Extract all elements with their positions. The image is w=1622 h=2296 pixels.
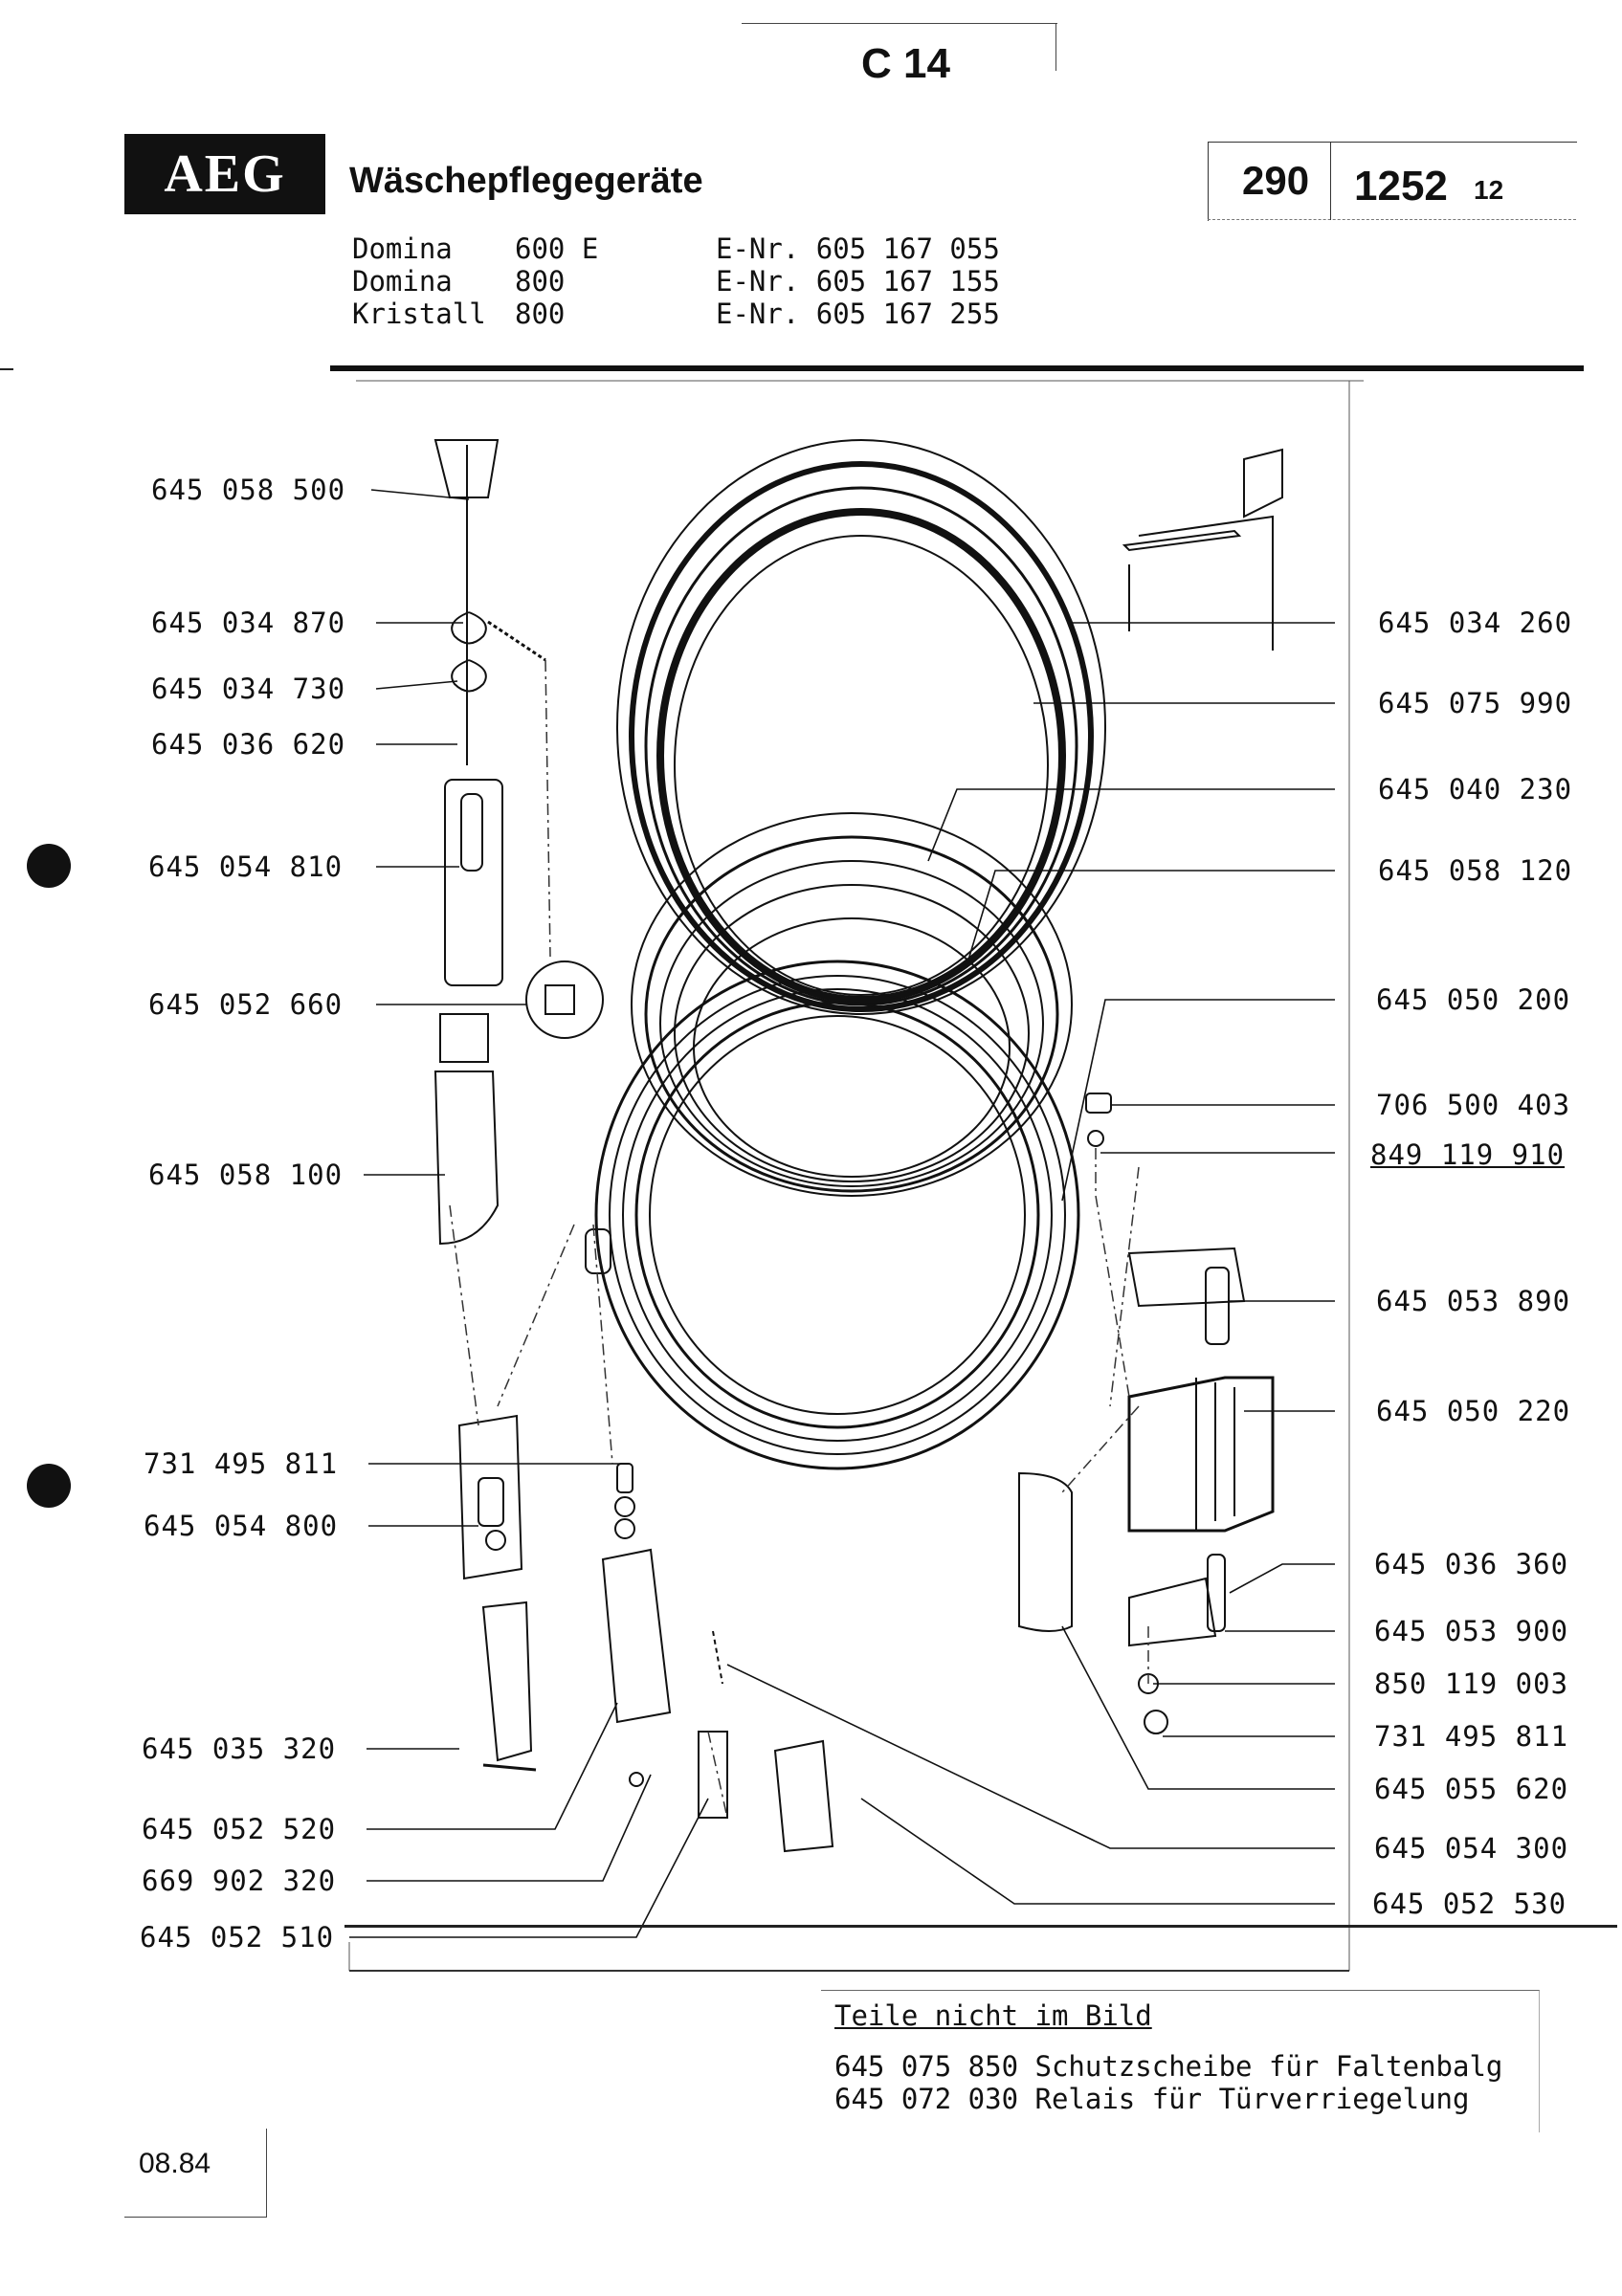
punch-hole: [27, 844, 71, 888]
hinge-parts: [1018, 1093, 1275, 1734]
model-enr: E-Nr. 605 167 255: [716, 298, 1000, 330]
model-enr: E-Nr. 605 167 055: [716, 232, 1000, 265]
part-number-label: 645 054 800: [144, 1510, 339, 1542]
part-number-label: 706 500 403: [1376, 1089, 1571, 1121]
part-number-label: 645 036 360: [1374, 1548, 1569, 1580]
part-number-label: 645 052 660: [148, 988, 344, 1021]
part-number-label: 645 058 500: [151, 474, 346, 506]
reference-box-bottom: [1208, 219, 1576, 221]
page-code: C 14: [861, 40, 950, 87]
part-number-label: 645 034 260: [1378, 607, 1573, 639]
part-number-label: 645 054 810: [148, 850, 344, 883]
part-number-label: 645 034 870: [151, 607, 346, 639]
part-number-label: 645 053 890: [1376, 1285, 1571, 1317]
part-number-label: 645 050 220: [1376, 1395, 1571, 1427]
door-window: [631, 812, 1073, 1197]
part-number-label: 645 036 620: [151, 728, 346, 761]
notes-box: [821, 1990, 1540, 2132]
margin-mark: [0, 368, 13, 370]
notes-title: Teile nicht im Bild: [834, 1999, 1152, 2032]
part-number-label: 645 058 100: [148, 1159, 344, 1191]
lock-parts-left: [433, 439, 834, 1853]
punch-hole: [27, 1464, 71, 1508]
leader-lines-right: [726, 622, 1335, 1905]
part-number-label: 669 902 320: [142, 1865, 337, 1897]
part-number-label: 731 495 811: [1374, 1720, 1569, 1753]
model-name: Domina: [352, 265, 453, 298]
model-type: 600 E: [515, 232, 599, 265]
note-item: 645 072 030 Relais für Türverriegelung: [834, 2083, 1470, 2115]
note-item: 645 075 850 Schutzscheibe für Faltenbalg: [834, 2050, 1503, 2083]
model-enr: E-Nr. 605 167 155: [716, 265, 1000, 298]
reference-number-second: 1252: [1354, 163, 1448, 210]
header-rule: [330, 365, 1584, 371]
part-number-label: 645 055 620: [1374, 1773, 1569, 1805]
part-number-label: 645 058 120: [1378, 854, 1573, 887]
aeg-logo: AEG: [124, 134, 325, 214]
page-title: Wäschepflegegeräte: [349, 161, 703, 201]
construction-lines: [449, 659, 1149, 1819]
model-name: Kristall: [352, 298, 486, 330]
part-number-label: 731 495 811: [144, 1447, 339, 1480]
door-frame-ring: [585, 960, 1080, 1470]
part-number-label: 645 054 300: [1374, 1832, 1569, 1865]
part-number-label: 645 053 900: [1374, 1615, 1569, 1647]
model-name: Domina: [352, 232, 453, 265]
part-number-label: 645 052 530: [1372, 1888, 1567, 1920]
model-type: 800: [515, 298, 566, 330]
part-number-label: 645 034 730: [151, 673, 346, 705]
part-number-label: 645 040 230: [1378, 773, 1573, 806]
part-number-label: 850 119 003: [1374, 1667, 1569, 1700]
part-number-label: 645 075 990: [1378, 687, 1573, 719]
part-number-label: 645 050 200: [1376, 983, 1571, 1016]
header-divider: [1055, 23, 1057, 71]
part-number-label: 645 052 520: [142, 1813, 337, 1845]
hinge-bracket-top: [1122, 448, 1283, 651]
reference-divider: [1330, 142, 1332, 220]
reference-suffix: 12: [1474, 175, 1504, 205]
issue-date: 08.84: [139, 2148, 211, 2179]
door-cover-ring: [616, 439, 1106, 1015]
part-number-label: 849 119 910: [1370, 1138, 1566, 1171]
date-box: [124, 2129, 267, 2218]
part-number-label: 645 052 510: [140, 1921, 335, 1954]
model-type: 800: [515, 265, 566, 298]
header-divider: [742, 23, 1057, 25]
part-number-label: 645 035 320: [142, 1733, 337, 1765]
bottom-rule: [344, 1925, 1617, 1928]
reference-box: [1208, 142, 1577, 221]
reference-number: 290: [1242, 158, 1310, 203]
leader-lines-left: [349, 489, 709, 1938]
